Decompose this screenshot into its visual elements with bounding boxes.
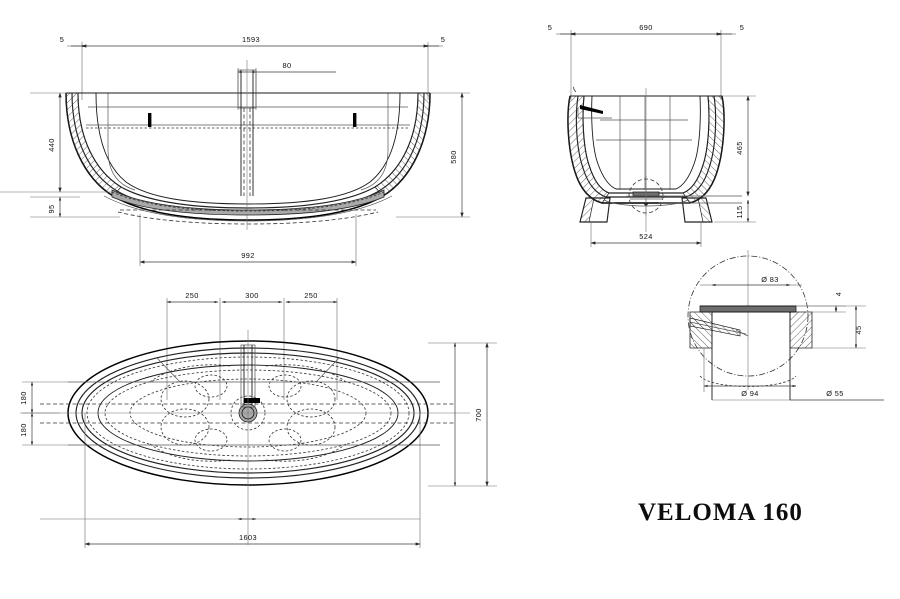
plan-dim-700	[428, 342, 497, 487]
detail-dim-45	[796, 305, 866, 349]
label-front-foot-height: 95	[47, 204, 56, 213]
label-side-inner-height: 465	[735, 141, 744, 155]
label-front-wall-left: 5	[60, 35, 65, 44]
label-side-width: 690	[639, 23, 653, 32]
front-dim-440	[0, 92, 112, 193]
plan-dim-1603	[40, 413, 421, 548]
label-front-inner-height: 440	[47, 138, 56, 152]
label-detail-flange: 4	[834, 292, 843, 297]
side-dim-115	[714, 199, 756, 223]
plan-dim-180-lower	[22, 412, 70, 446]
detail-dim-4	[796, 305, 846, 313]
front-dim-95	[30, 196, 120, 218]
label-detail-bore-upper: Ø 83	[761, 275, 779, 284]
label-plan-depth: 700	[474, 408, 483, 422]
label-front-total-height: 580	[449, 150, 458, 164]
label-front-overflow: 80	[282, 61, 291, 70]
label-plan-seg-right: 250	[304, 291, 318, 300]
plan-view	[20, 298, 497, 548]
label-detail-bore-lower: Ø 55	[826, 389, 844, 398]
side-dim-top-690	[556, 30, 736, 100]
drawing-title: VELOMA 160	[638, 499, 803, 526]
label-front-wall-right: 5	[441, 35, 446, 44]
label-plan-length: 1603	[239, 533, 257, 542]
label-plan-offset-upper: 180	[19, 391, 28, 405]
front-dim-992	[139, 214, 357, 266]
drain-detail-view	[687, 250, 884, 401]
label-side-wall-left: 5	[548, 23, 553, 32]
label-plan-seg-center: 300	[245, 291, 259, 300]
label-plan-offset-lower: 180	[19, 423, 28, 437]
label-front-base-width: 992	[241, 251, 255, 260]
dimension-labels: 5 1593 5 80 440 95 580 992 5 690 5 465 1…	[19, 23, 863, 542]
front-dim-580	[396, 92, 470, 218]
label-side-foot-height: 115	[735, 206, 744, 219]
side-elevation-view	[556, 30, 756, 247]
front-dim-top-1593	[67, 42, 443, 100]
label-side-base-width: 524	[639, 232, 653, 241]
detail-dim-94	[703, 348, 797, 392]
front-elevation-view	[0, 42, 470, 266]
side-dim-524	[590, 222, 702, 247]
label-front-width: 1593	[242, 35, 260, 44]
plan-dim-180-upper	[22, 381, 70, 414]
label-detail-outer: Ø 94	[741, 389, 759, 398]
label-detail-body-height: 45	[854, 325, 863, 334]
side-dim-465	[722, 95, 756, 197]
label-side-wall-right: 5	[740, 23, 745, 32]
label-plan-seg-left: 250	[185, 291, 199, 300]
